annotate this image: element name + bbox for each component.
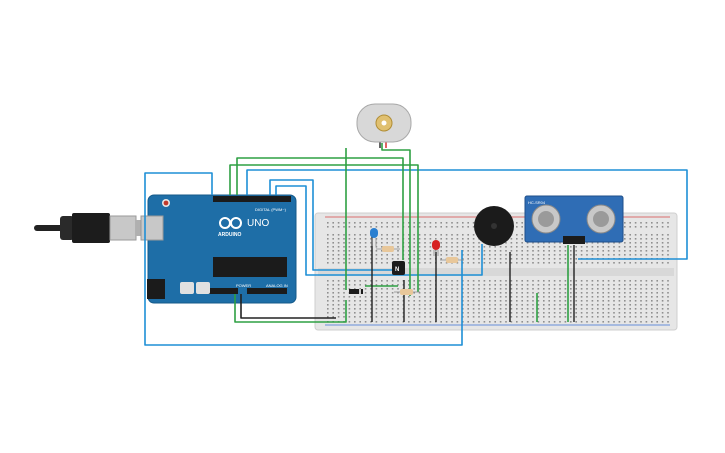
arduino-brand-label: ARDUINO [218, 232, 241, 238]
blue-led [370, 228, 378, 246]
arduino-model-label: UNO [247, 218, 269, 229]
resistor-3 [394, 289, 420, 295]
digital-header [213, 196, 291, 202]
wires [144, 140, 688, 346]
usb-cable [34, 213, 142, 243]
ultrasonic-sensor: HC-SR04 [524, 195, 624, 244]
npn-transistor: N [392, 261, 405, 275]
piezo-buzzer [474, 206, 514, 246]
transistor-label: N [395, 267, 399, 273]
resistor-2 [440, 257, 464, 263]
sensor-model-label: HC-SR04 [528, 200, 546, 205]
digital-header-label: DIGITAL (PWM~) [255, 207, 287, 212]
resistor-1 [376, 246, 400, 252]
power-header-label: POWER [236, 283, 251, 288]
analog-header-label: ANALOG IN [266, 283, 288, 288]
arduino-logo-icon [219, 217, 242, 229]
analog-header [247, 288, 287, 294]
diode [349, 289, 363, 294]
red-led [432, 240, 440, 256]
arduino-uno: DIGITAL (PWM~) POWER ANALOG IN UNO ARDUI… [140, 194, 297, 304]
atmega-chip [213, 257, 287, 277]
power-header [202, 288, 238, 294]
dc-motor [356, 103, 412, 143]
